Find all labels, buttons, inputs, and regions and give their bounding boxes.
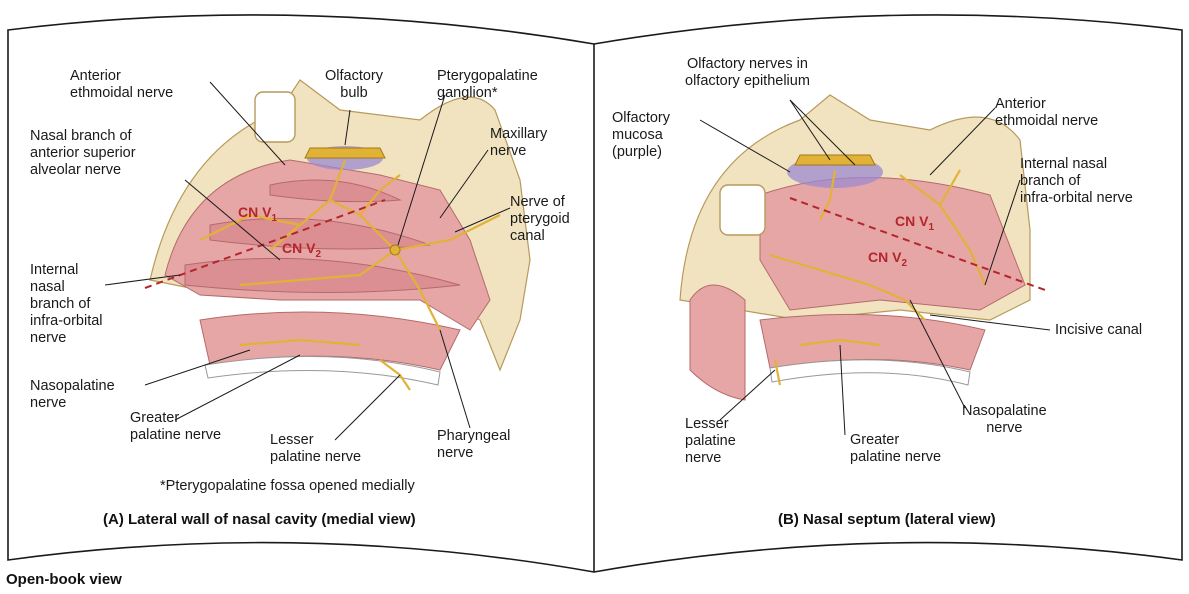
- septum-mucosa: [760, 178, 1025, 311]
- olfactory-bulb: [305, 148, 385, 158]
- label-nasopalatine-a: Nasopalatine nerve: [30, 378, 115, 412]
- label-pharyngeal-nerve: Pharyngeal nerve: [437, 428, 510, 462]
- label-internal-nasal-infraorbital-b: Internal nasal branch of infra-orbital n…: [1020, 156, 1133, 207]
- sphenoid-sinus-a: [255, 92, 295, 142]
- olfactory-bulb-b: [795, 155, 875, 165]
- label-incisive-canal: Incisive canal: [1055, 322, 1142, 339]
- label-olfactory-nerves-epithelium: Olfactory nerves in olfactory epithelium: [685, 56, 810, 90]
- label-lesser-palatine-a: Lesser palatine nerve: [270, 432, 361, 466]
- label-anterior-ethmoidal-a: Anterior ethmoidal nerve: [70, 68, 173, 102]
- cn-v2-label-b: CN V2: [868, 249, 907, 269]
- label-olfactory-mucosa: Olfactory mucosa (purple): [612, 110, 670, 161]
- label-lesser-palatine-b: Lesser palatine nerve: [685, 416, 736, 467]
- label-maxillary-nerve: Maxillary nerve: [490, 126, 547, 160]
- panel-a-caption: (A) Lateral wall of nasal cavity (medial…: [103, 511, 416, 528]
- label-nasal-branch-asa: Nasal branch of anterior superior alveol…: [30, 128, 136, 179]
- label-anterior-ethmoidal-b: Anterior ethmoidal nerve: [995, 96, 1098, 130]
- label-greater-palatine-a: Greater palatine nerve: [130, 410, 221, 444]
- cn-v1-label-b: CN V1: [895, 213, 934, 233]
- panel-b-caption: (B) Nasal septum (lateral view): [778, 511, 996, 528]
- label-pterygopalatine-ganglion: Pterygopalatine ganglion*: [437, 68, 538, 102]
- label-olfactory-bulb: Olfactory bulb: [325, 68, 383, 102]
- label-internal-nasal-infraorbital-a: Internal nasal branch of infra-orbital n…: [30, 262, 103, 347]
- cn-v1-label-a: CN V1: [238, 204, 277, 224]
- sphenoid-sinus-b: [720, 185, 765, 235]
- label-nasopalatine-b: Nasopalatine nerve: [962, 403, 1047, 437]
- open-book-view-label: Open-book view: [6, 571, 122, 588]
- label-greater-palatine-b: Greater palatine nerve: [850, 432, 941, 466]
- pterygopalatine-ganglion-node: [390, 245, 400, 255]
- label-nerve-pterygoid-canal: Nerve of pterygoid canal: [510, 194, 570, 245]
- cn-v2-label-a: CN V2: [282, 240, 321, 260]
- panel-a-footnote: *Pterygopalatine fossa opened medially: [160, 478, 415, 494]
